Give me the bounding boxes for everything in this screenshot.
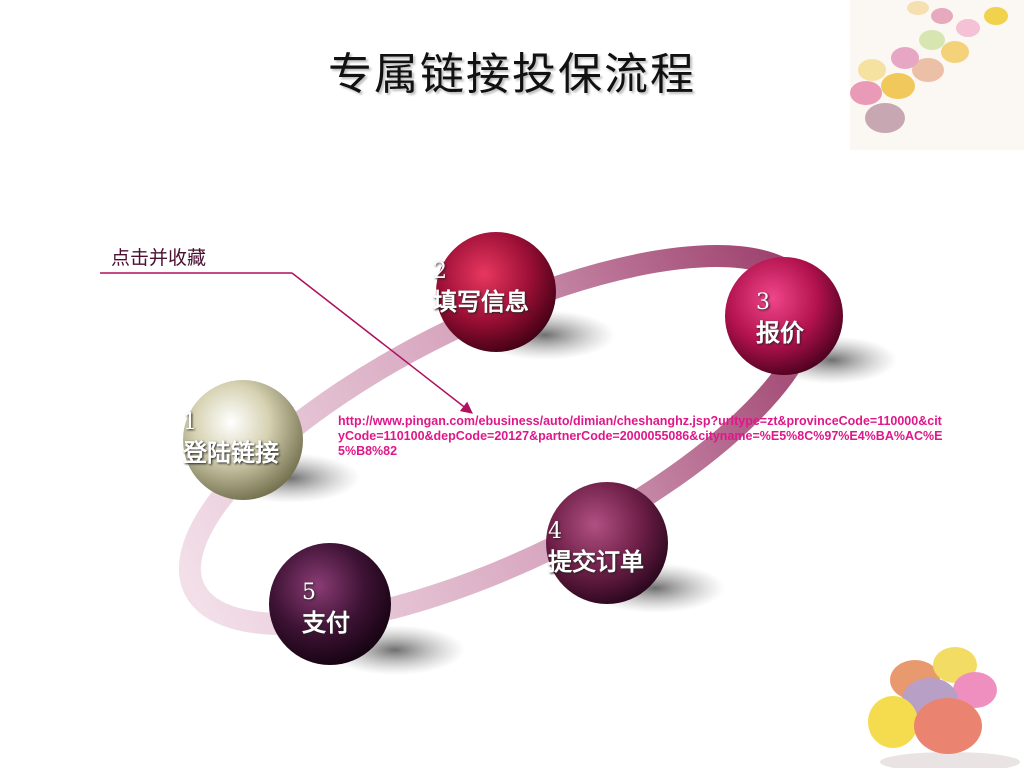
step-4-sphere — [546, 482, 725, 613]
step-2-sphere — [436, 232, 615, 360]
step-4-label: 4 提交订单 — [548, 517, 644, 577]
step-1-text: 登陆链接 — [183, 438, 279, 467]
step-3-number: 3 — [756, 290, 770, 315]
step-5-number: 5 — [302, 580, 316, 605]
step-5-sphere — [269, 543, 465, 675]
step-1-number: 1 — [183, 410, 197, 435]
step-2-number: 2 — [433, 259, 447, 284]
step-3-sphere — [725, 257, 897, 384]
step-4-text: 提交订单 — [548, 547, 644, 576]
candy-eggs-bottom-decoration — [868, 647, 1020, 768]
step-1-label: 1 登陆链接 — [183, 408, 279, 468]
callout-label: 点击并收藏 — [111, 247, 207, 269]
step-2-text: 填写信息 — [433, 287, 529, 316]
step-5-label: 5 支付 — [302, 578, 350, 638]
step-1-sphere — [183, 380, 360, 503]
step-2-label: 2 填写信息 — [433, 257, 529, 317]
callout-connector — [100, 272, 473, 414]
step-3-text: 报价 — [756, 318, 804, 347]
candy-eggs-top-decoration — [850, 0, 1024, 150]
step-3-label: 3 报价 — [756, 288, 804, 348]
page-title: 专属链接投保流程 — [328, 49, 696, 100]
step-4-number: 4 — [548, 519, 562, 544]
step-5-text: 支付 — [302, 608, 350, 637]
link-url[interactable]: http://www.pingan.com/ebusiness/auto/dim… — [338, 414, 943, 458]
